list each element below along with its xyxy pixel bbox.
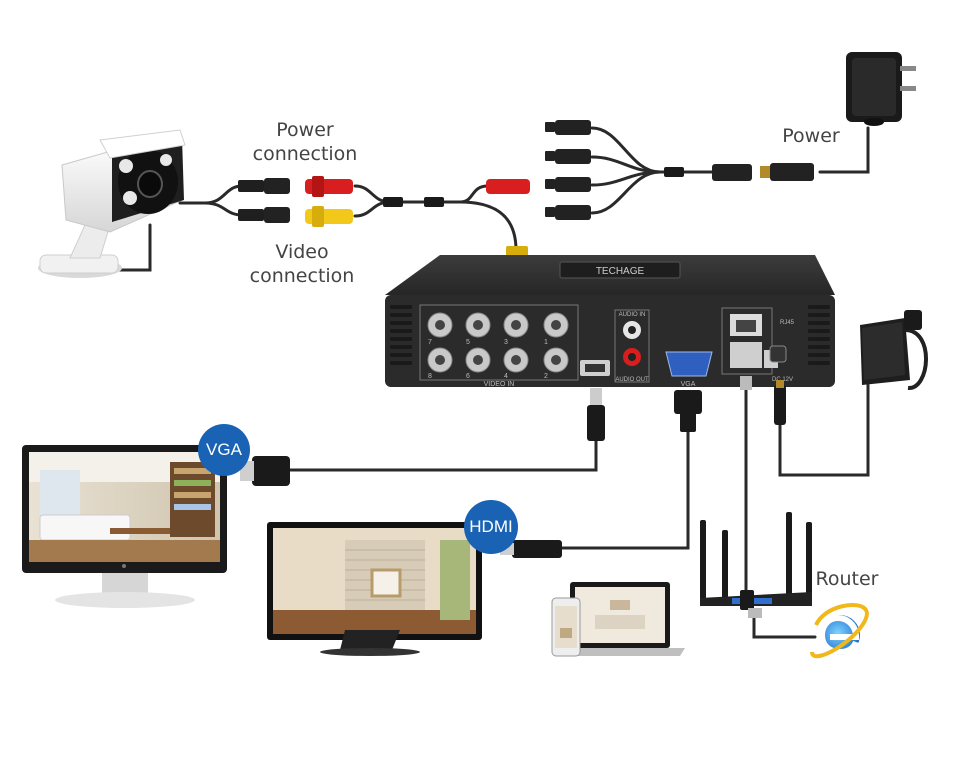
monitor-icon bbox=[22, 445, 227, 608]
vga-port-label: VGA bbox=[681, 381, 696, 388]
audio-out-label: AUDIO OUT bbox=[615, 377, 649, 383]
power-label: Power bbox=[782, 125, 840, 147]
channel-label: 2 bbox=[544, 373, 548, 380]
channel-label: 1 bbox=[544, 339, 548, 346]
router-icon bbox=[700, 512, 812, 618]
video-connection-label: Video connection bbox=[249, 241, 355, 287]
vga-plug bbox=[252, 456, 290, 486]
channel-label: 6 bbox=[466, 373, 470, 380]
video-in-label: VIDEO IN bbox=[484, 381, 515, 388]
camera-icon bbox=[38, 129, 186, 278]
hdmi-badge: HDMI bbox=[464, 500, 518, 554]
router-label: Router bbox=[815, 568, 879, 590]
audio-in-label: AUDIO IN bbox=[619, 312, 646, 318]
cables bbox=[106, 126, 870, 639]
channel-label: 5 bbox=[466, 339, 470, 346]
phone-icon bbox=[551, 597, 581, 657]
power-brick-icon bbox=[860, 310, 928, 390]
power-connection-label: Power connection bbox=[252, 119, 358, 165]
channel-label: 4 bbox=[504, 373, 508, 380]
hdmi-plug bbox=[512, 540, 562, 558]
power-splitter bbox=[545, 120, 814, 220]
internet-explorer-icon bbox=[810, 603, 869, 659]
channel-label: 7 bbox=[428, 339, 432, 346]
rj45-label: RJ45 bbox=[780, 320, 795, 326]
channel-label: 8 bbox=[428, 373, 432, 380]
dvr-brand: TECHAGE bbox=[596, 266, 645, 277]
power-adapter-icon bbox=[846, 52, 916, 126]
laptop-icon bbox=[560, 582, 685, 656]
dvr-recorder: TECHAGE 7 5 3 1 8 6 4 2 VIDEO IN AUDIO I… bbox=[385, 255, 835, 388]
output-plugs bbox=[587, 376, 786, 441]
vga-badge: VGA bbox=[198, 424, 250, 476]
channel-label: 3 bbox=[504, 339, 508, 346]
tv-icon bbox=[267, 522, 482, 656]
